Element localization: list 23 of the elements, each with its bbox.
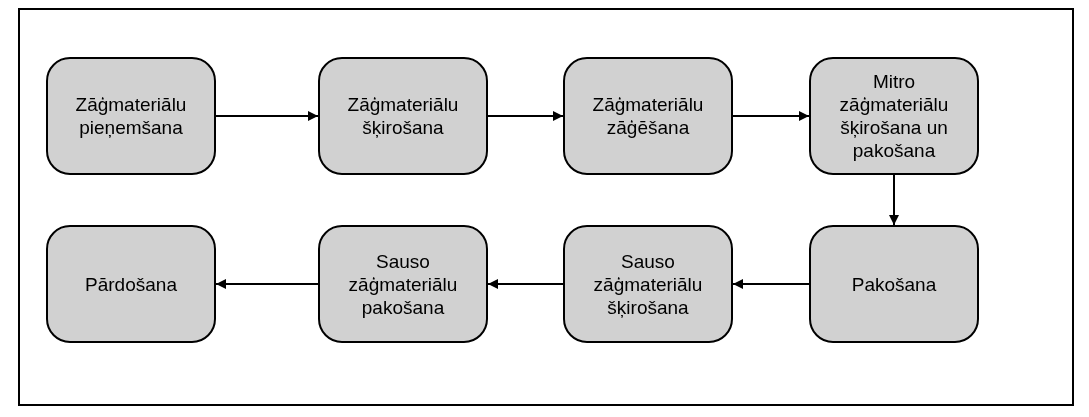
box-label: Zāģmateriālu pieņemšana [74, 93, 188, 139]
box-label: Sauso zāģmateriālu pakošana [347, 249, 459, 319]
arrow [487, 279, 564, 289]
process-box [318, 57, 488, 175]
box-label: Pakošana [851, 272, 937, 296]
box-label: Mitro zāģmateriālu šķirošana un pakošana [838, 70, 950, 162]
process-box [46, 57, 216, 175]
arrow [889, 174, 899, 226]
process-box [563, 225, 733, 343]
arrow [487, 111, 564, 121]
box-label: Pārdošana [85, 272, 177, 296]
box-label: Zāģmateriālu šķirošana [346, 93, 460, 139]
arrow [732, 111, 810, 121]
process-box [46, 225, 216, 343]
arrow [732, 279, 810, 289]
process-box [809, 225, 979, 343]
process-box [809, 57, 979, 175]
box-label: Zāģmateriālu zāģēšana [591, 93, 705, 139]
process-box [563, 57, 733, 175]
process-box [318, 225, 488, 343]
arrow [215, 111, 319, 121]
box-label: Sauso zāģmateriālu šķirošana [592, 249, 704, 319]
arrow [215, 279, 319, 289]
